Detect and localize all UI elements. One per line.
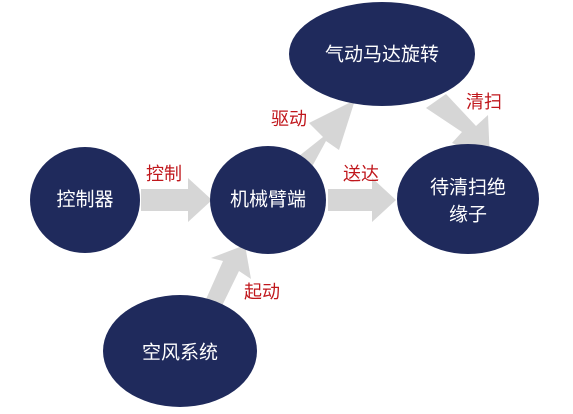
node-robot-arm: 机械臂端 [210, 146, 326, 254]
arrow-controller-to-arm [141, 178, 212, 222]
node-air-system-label: 空风系统 [142, 342, 218, 364]
node-robot-arm-shape [210, 146, 326, 254]
node-air-motor: 气动马达旋转 [289, 2, 475, 106]
node-insulator-label-line2: 缘子 [449, 204, 487, 226]
node-air-motor-shape [289, 2, 475, 106]
arrow-arm-to-motor [294, 100, 355, 174]
edge-label-deliver: 送达 [343, 164, 379, 185]
arrow-motor-to-insulator [426, 94, 490, 160]
edge-label-start: 起动 [244, 282, 280, 303]
node-air-system-shape [103, 295, 257, 407]
edge-label-clean: 清扫 [466, 92, 502, 113]
node-controller-label: 控制器 [56, 189, 113, 211]
arrow-arm-to-insulator [328, 178, 396, 222]
node-controller-shape [30, 147, 140, 253]
node-insulator-label-line1: 待清扫绝 [430, 177, 506, 199]
node-air-motor-label: 气动马达旋转 [325, 44, 439, 66]
node-controller: 控制器 [30, 147, 140, 253]
node-robot-arm-label: 机械臂端 [230, 189, 306, 211]
node-insulator-shape [397, 144, 539, 254]
edge-label-drive: 驱动 [271, 109, 307, 130]
arrow-airsystem-to-arm [203, 245, 251, 312]
edge-label-control: 控制 [146, 164, 182, 185]
node-air-system: 空风系统 [103, 295, 257, 407]
node-insulator: 待清扫绝 缘子 [397, 144, 539, 254]
